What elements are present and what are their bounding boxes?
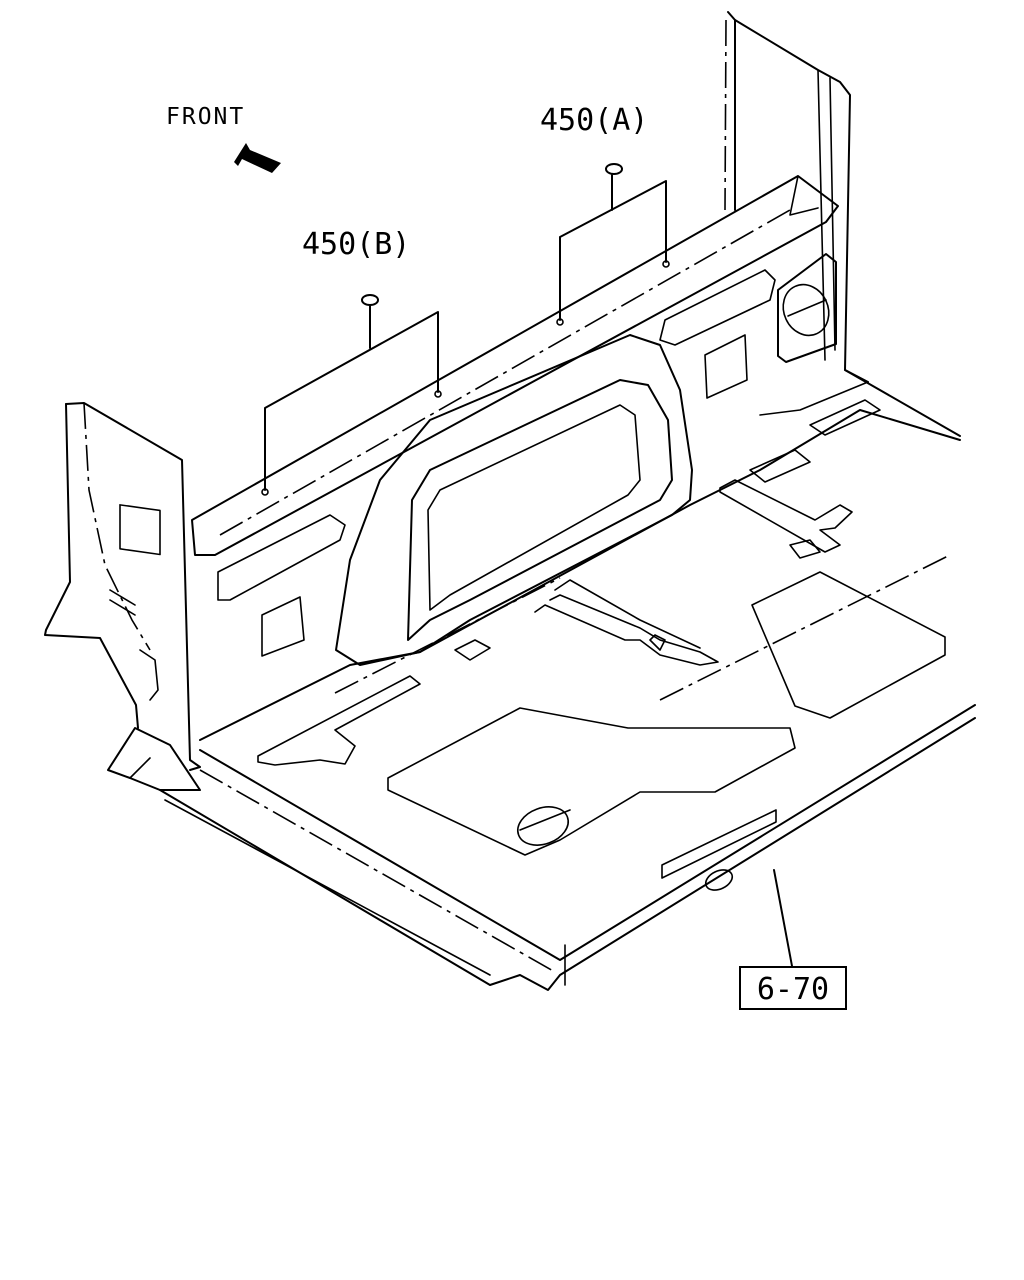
truck-bed-illustration [44,11,976,991]
front-arrow-icon [234,143,281,173]
reference-6-70: 6-70 [739,869,847,1010]
callout-450a: 450(A) [540,103,670,326]
callout-450b-marker [361,294,379,306]
reference-box [739,966,847,1010]
reference-box-label: 6-70 [757,972,829,1007]
callout-450b-label: 450(B) [302,227,410,262]
callout-450a-label: 450(A) [540,103,648,138]
front-label: FRONT [166,104,245,130]
callout-450b: 450(B) [261,227,442,496]
callout-450a-marker [605,163,623,175]
